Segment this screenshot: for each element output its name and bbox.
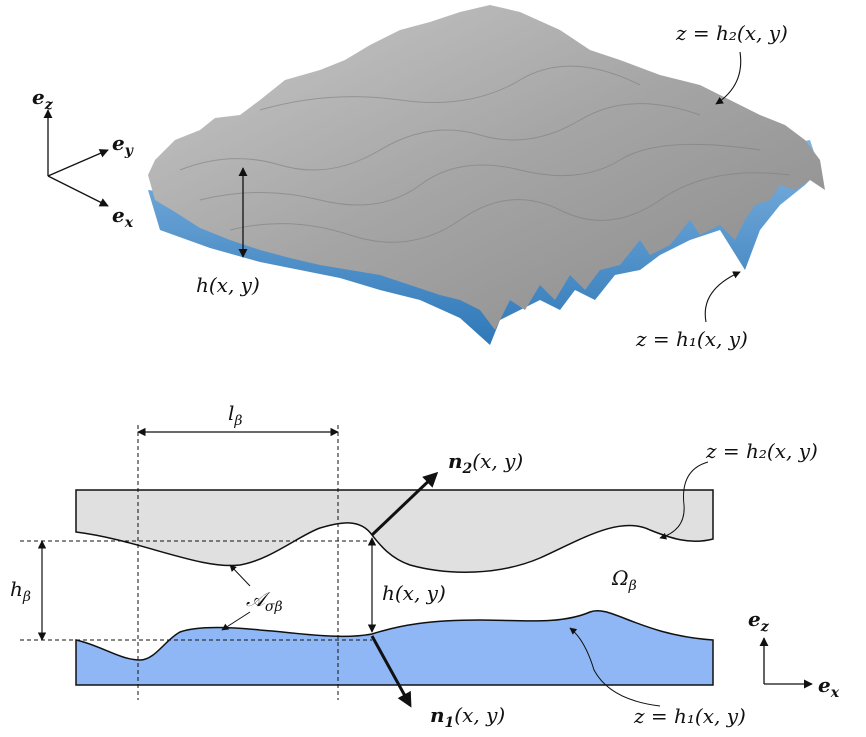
A-pointer-bottom	[221, 611, 251, 631]
bottom-h1-pointer	[569, 627, 661, 707]
normal-n2-arrow	[370, 471, 439, 537]
top-axes: ez ey ex	[32, 85, 134, 231]
bottom-plate	[75, 610, 714, 686]
bottom-axes: ez ex	[748, 607, 840, 701]
top-h2-pointer	[715, 51, 742, 105]
top-h1-label: z = h₁(x, y)	[635, 327, 748, 351]
bottom-axis-ex-label: ex	[818, 673, 840, 701]
axis-ez-label: ez	[32, 85, 54, 113]
top-plate	[75, 489, 714, 573]
normal-n1-arrow	[370, 635, 412, 708]
A-sigma-beta-label: 𝒜σβ	[246, 587, 283, 615]
bottom-h2-pointer	[659, 461, 709, 540]
bottom-h-label: h(x, y)	[382, 581, 446, 605]
h-beta-label: hβ	[10, 577, 31, 605]
upper-surface-h2	[148, 5, 825, 330]
axis-ex-label: ex	[112, 203, 134, 231]
top-h1-pointer	[704, 271, 741, 323]
bottom-axis-ez-label: ez	[748, 607, 770, 635]
dashed-guides	[20, 425, 372, 700]
axis-ey-label: ey	[112, 131, 134, 159]
bottom-h1-label: z = h₁(x, y)	[633, 704, 746, 728]
top-h2-label: z = h₂(x, y)	[675, 21, 788, 45]
n1-label: n1(x, y)	[430, 703, 505, 731]
n2-label: n2(x, y)	[448, 449, 523, 477]
A-pointer-top	[229, 564, 251, 587]
l-beta-label: lβ	[228, 401, 243, 429]
surface-ridges	[179, 65, 791, 243]
omega-beta-label: Ωβ	[611, 566, 637, 594]
bottom-h2-label: z = h₂(x, y)	[705, 439, 818, 463]
top-h-label: h(x, y)	[196, 273, 260, 297]
rough-surface-3d	[148, 5, 825, 345]
